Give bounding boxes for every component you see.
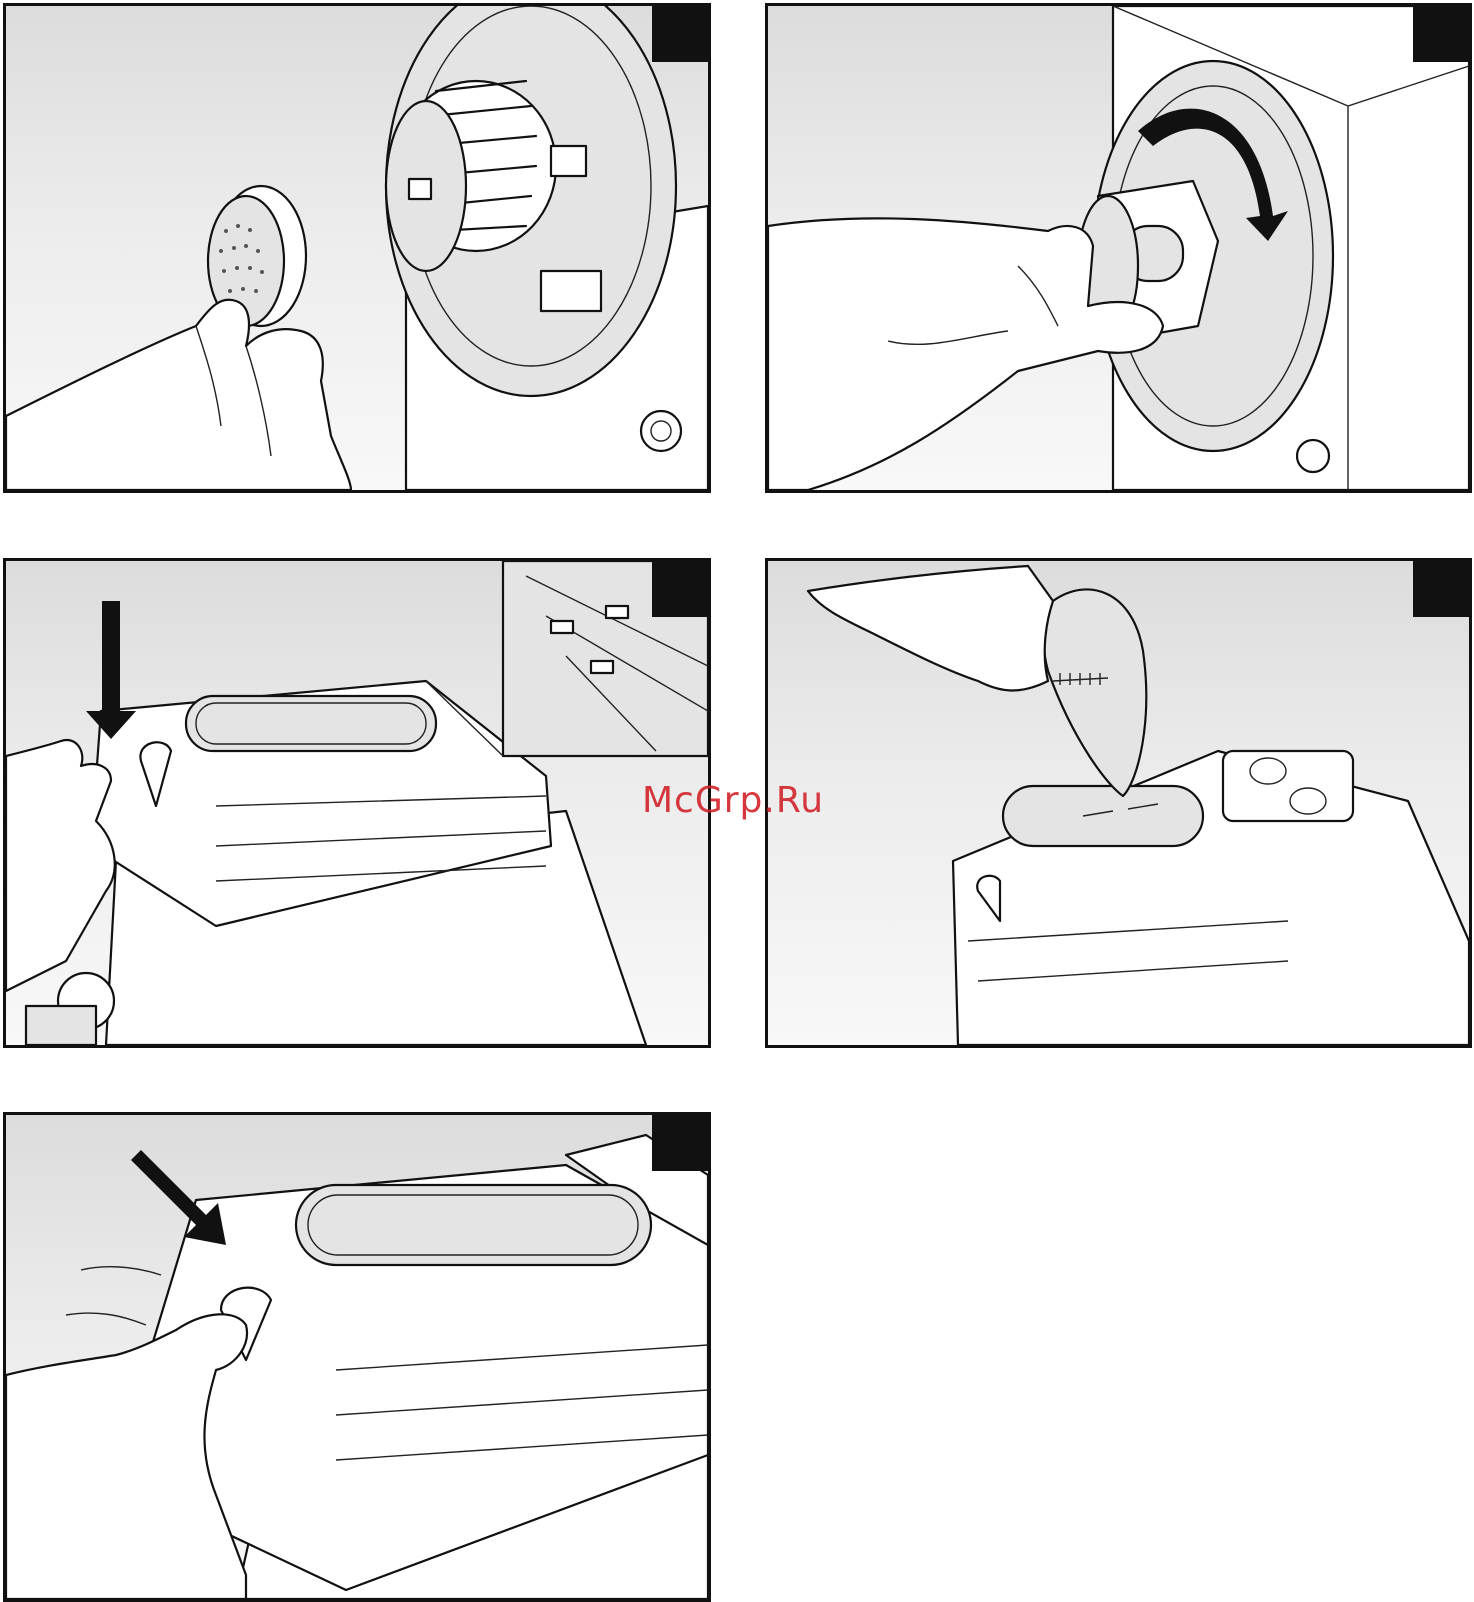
attach-filter-illustration	[6, 6, 708, 490]
step-marker	[652, 1115, 708, 1171]
illustration-panel-1	[3, 3, 711, 493]
open-lid-illustration	[6, 561, 708, 1045]
illustration-panel-3	[3, 558, 711, 1048]
screw-cap-illustration	[768, 6, 1469, 490]
hand-icon	[808, 566, 1053, 690]
hand-icon	[6, 740, 115, 991]
step-marker	[1413, 561, 1469, 617]
pour-water-illustration	[768, 561, 1469, 1045]
illustration-panel-5	[3, 1112, 711, 1602]
step-marker	[652, 561, 708, 617]
step-marker	[652, 6, 708, 62]
down-arrow-icon	[86, 601, 136, 739]
illustration-panel-2	[765, 3, 1472, 493]
measuring-cup-icon	[1043, 589, 1146, 796]
illustration-panel-4	[765, 558, 1472, 1048]
watermark-text: McGrp.Ru	[642, 780, 824, 821]
step-marker	[1413, 6, 1469, 62]
close-lid-illustration	[6, 1115, 708, 1599]
hand-icon	[6, 300, 351, 490]
